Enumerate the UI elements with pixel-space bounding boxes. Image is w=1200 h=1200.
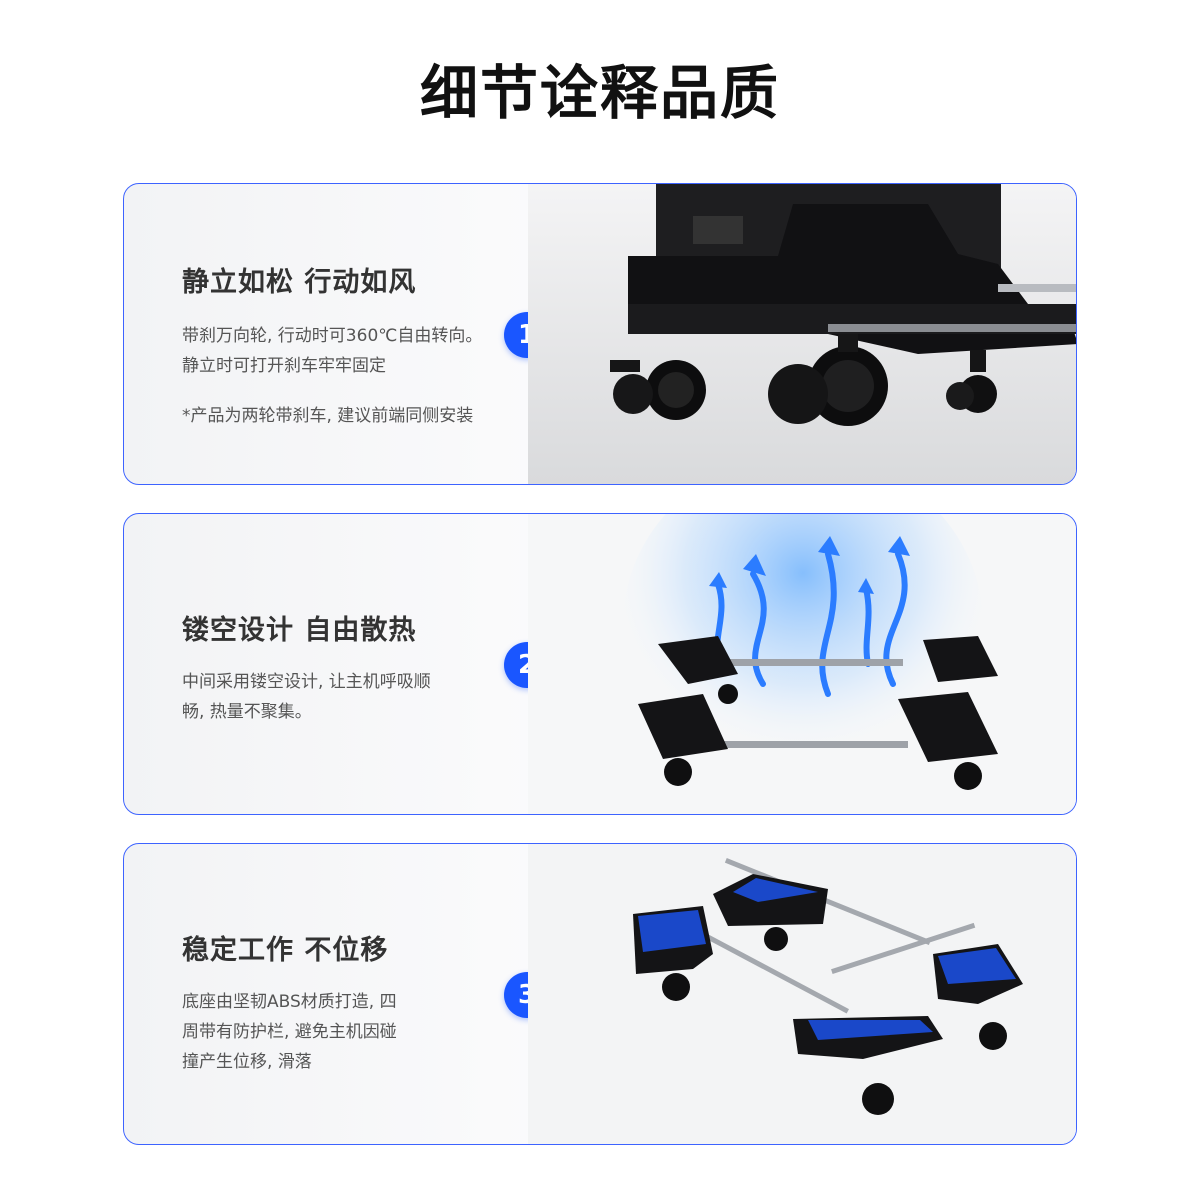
stand-frame-image <box>528 844 1076 1144</box>
feature-card-2: 镂空设计 自由散热 中间采用镂空设计, 让主机呼吸顺 畅, 热量不聚集。 2 <box>123 513 1077 815</box>
feature-description: 带刹万向轮, 行动时可360℃自由转向。 静立时可打开刹车牢牢固定 <box>182 321 512 381</box>
feature-card-3: 稳定工作 不位移 底座由坚韧ABS材质打造, 四 周带有防护栏, 避免主机因碰 … <box>123 843 1077 1145</box>
desc-line: 带刹万向轮, 行动时可360℃自由转向。 <box>182 326 483 346</box>
desc-line: 畅, 热量不聚集。 <box>182 702 312 722</box>
airflow-image <box>528 514 1076 814</box>
feature-heading: 静立如松 行动如风 <box>182 267 417 298</box>
page-title: 细节诠释品质 <box>419 59 780 127</box>
airflow-photo <box>528 514 1076 814</box>
feature-heading: 稳定工作 不位移 <box>182 935 389 966</box>
feature-card-1: 静立如松 行动如风 带刹万向轮, 行动时可360℃自由转向。 静立时可打开刹车牢… <box>123 183 1077 485</box>
stand-frame-photo <box>528 844 1076 1144</box>
feature-note: *产品为两轮带刹车, 建议前端同侧安装 <box>182 406 474 426</box>
desc-line: 底座由坚韧ABS材质打造, 四 <box>182 992 397 1012</box>
desc-line: 中间采用镂空设计, 让主机呼吸顺 <box>182 672 431 692</box>
desc-line: 静立时可打开刹车牢牢固定 <box>182 356 386 376</box>
desc-line: 撞产生位移, 滑落 <box>182 1052 312 1072</box>
feature-description: 底座由坚韧ABS材质打造, 四 周带有防护栏, 避免主机因碰 撞产生位移, 滑落 <box>182 987 512 1077</box>
desc-line: 周带有防护栏, 避免主机因碰 <box>182 1022 397 1042</box>
feature-heading: 镂空设计 自由散热 <box>182 615 417 646</box>
caster-wheel-photo <box>528 184 1076 484</box>
caster-wheel-image <box>528 184 1076 484</box>
feature-description: 中间采用镂空设计, 让主机呼吸顺 畅, 热量不聚集。 <box>182 667 512 727</box>
